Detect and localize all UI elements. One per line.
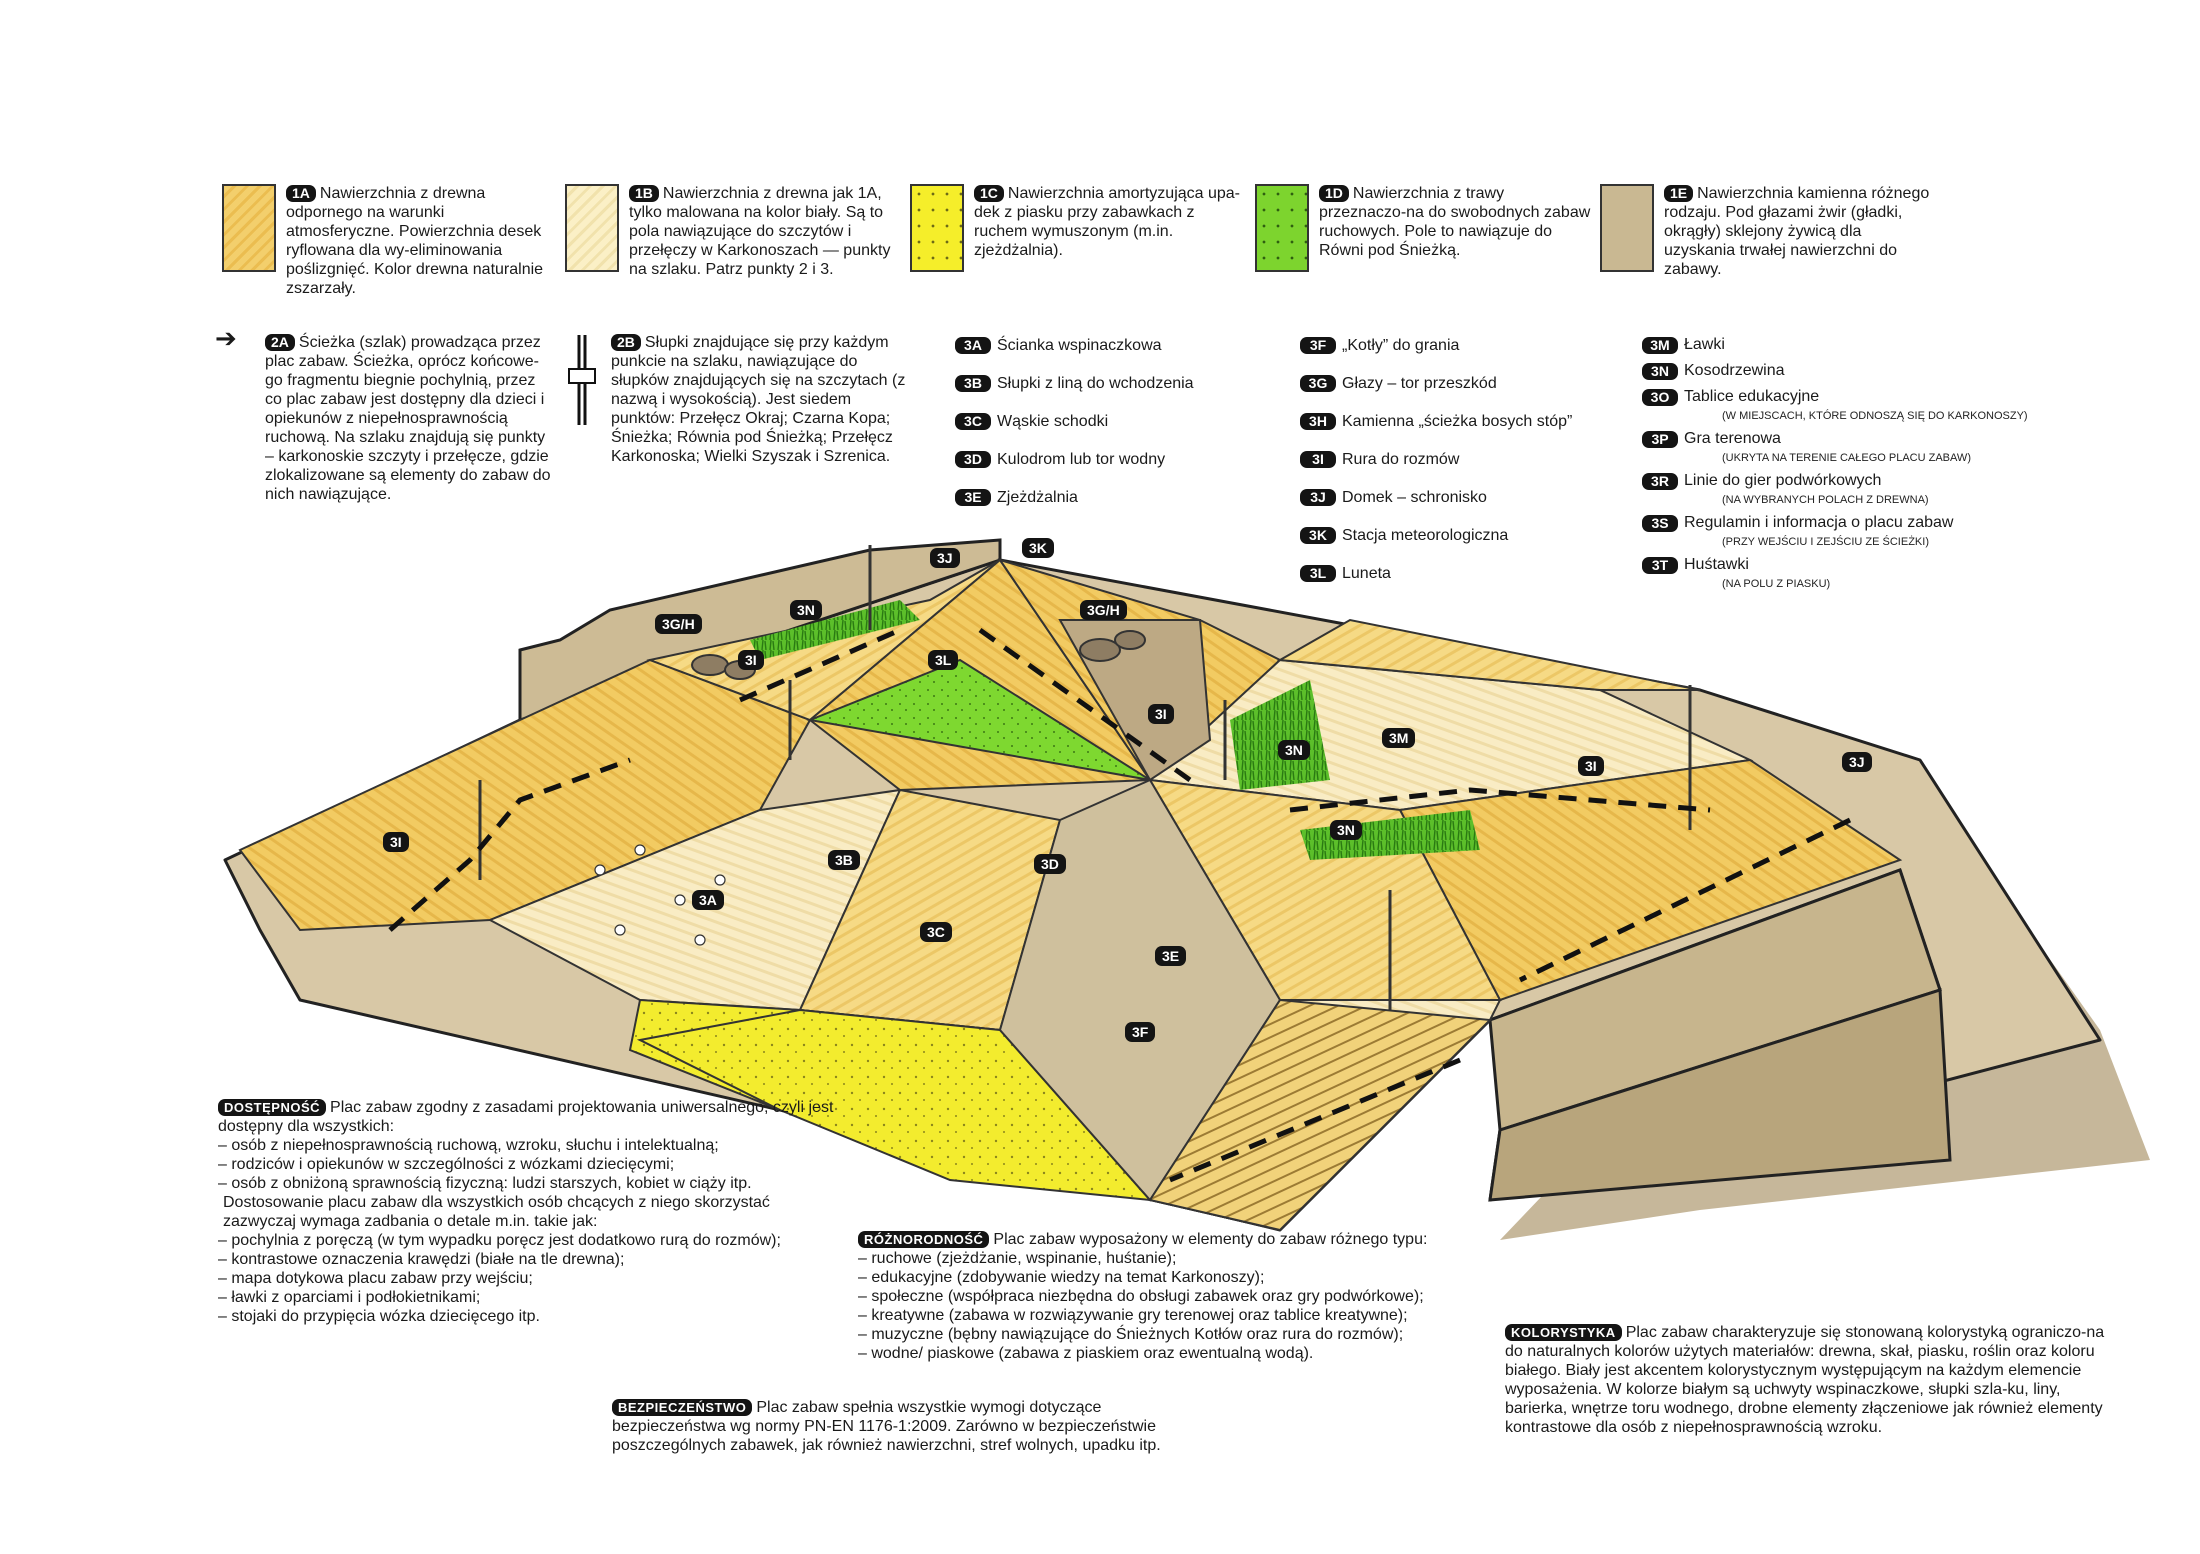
legend-code: 1D: [1319, 185, 1349, 202]
map-label: 3B: [828, 850, 860, 870]
legend-code: 1B: [629, 185, 659, 202]
legend-code: 1A: [286, 185, 316, 202]
posts-text: Słupki znajdujące się przy każdym punkci…: [611, 334, 906, 465]
map-label: 3J: [930, 548, 960, 568]
map-label: 3N: [790, 600, 822, 620]
trail-post-icon: [568, 335, 596, 425]
map-label: 3K: [1022, 538, 1054, 558]
map-label: 3A: [692, 890, 724, 910]
legend-text: Nawierzchnia kamienna różnego rodzaju. P…: [1664, 185, 1930, 278]
legend-text: Nawierzchnia z drewna odpornego na warun…: [286, 185, 544, 297]
map-label: 3G/H: [1080, 600, 1127, 620]
map-label: 3G/H: [655, 614, 702, 634]
map-label: 3L: [928, 650, 959, 670]
legend-code: 1E: [1664, 185, 1694, 202]
swatch-grass-icon: [1255, 184, 1309, 272]
section-title: BEZPIECZEŃSTWO: [612, 1399, 753, 1416]
swatch-wood-icon: [222, 184, 276, 272]
swatch-white-wood-icon: [565, 184, 619, 272]
legend-text: Nawierzchnia amortyzująca upa-dek z pias…: [974, 185, 1241, 259]
map-label: 3C: [920, 922, 952, 942]
swatch-stone-icon: [1600, 184, 1654, 272]
map-label: 3J: [1842, 752, 1872, 772]
posts-code: 2B: [611, 334, 641, 351]
map-label: 3N: [1278, 740, 1310, 760]
legend-text: Nawierzchnia z drewna jak 1A, tylko malo…: [629, 185, 891, 278]
path-code: 2A: [265, 334, 295, 351]
legend-text: Nawierzchnia z trawy przeznaczo-na do sw…: [1319, 185, 1591, 259]
map-label: 3I: [1148, 704, 1174, 724]
map-label: 3E: [1155, 946, 1187, 966]
trail-arrow-icon: ➔: [215, 323, 237, 353]
swatch-sand-icon: [910, 184, 964, 272]
path-text: Ścieżka (szlak) prowadząca przez plac za…: [265, 334, 551, 503]
section-title: DOSTĘPNOŚĆ: [218, 1099, 327, 1116]
map-label: 3I: [383, 832, 409, 852]
list-item: 3F„Kotły” do grania: [1300, 336, 1572, 355]
section-title: KOLORYSTYKA: [1505, 1324, 1622, 1341]
map-label: 3D: [1034, 854, 1066, 874]
legend-code: 1C: [974, 185, 1004, 202]
map-label: 3N: [1330, 820, 1362, 840]
map-label: 3F: [1125, 1022, 1156, 1042]
map-label: 3I: [738, 650, 764, 670]
map-label: 3M: [1382, 728, 1416, 748]
map-label: 3I: [1578, 756, 1604, 776]
section-title: RÓŻNORODNOŚĆ: [858, 1231, 990, 1248]
